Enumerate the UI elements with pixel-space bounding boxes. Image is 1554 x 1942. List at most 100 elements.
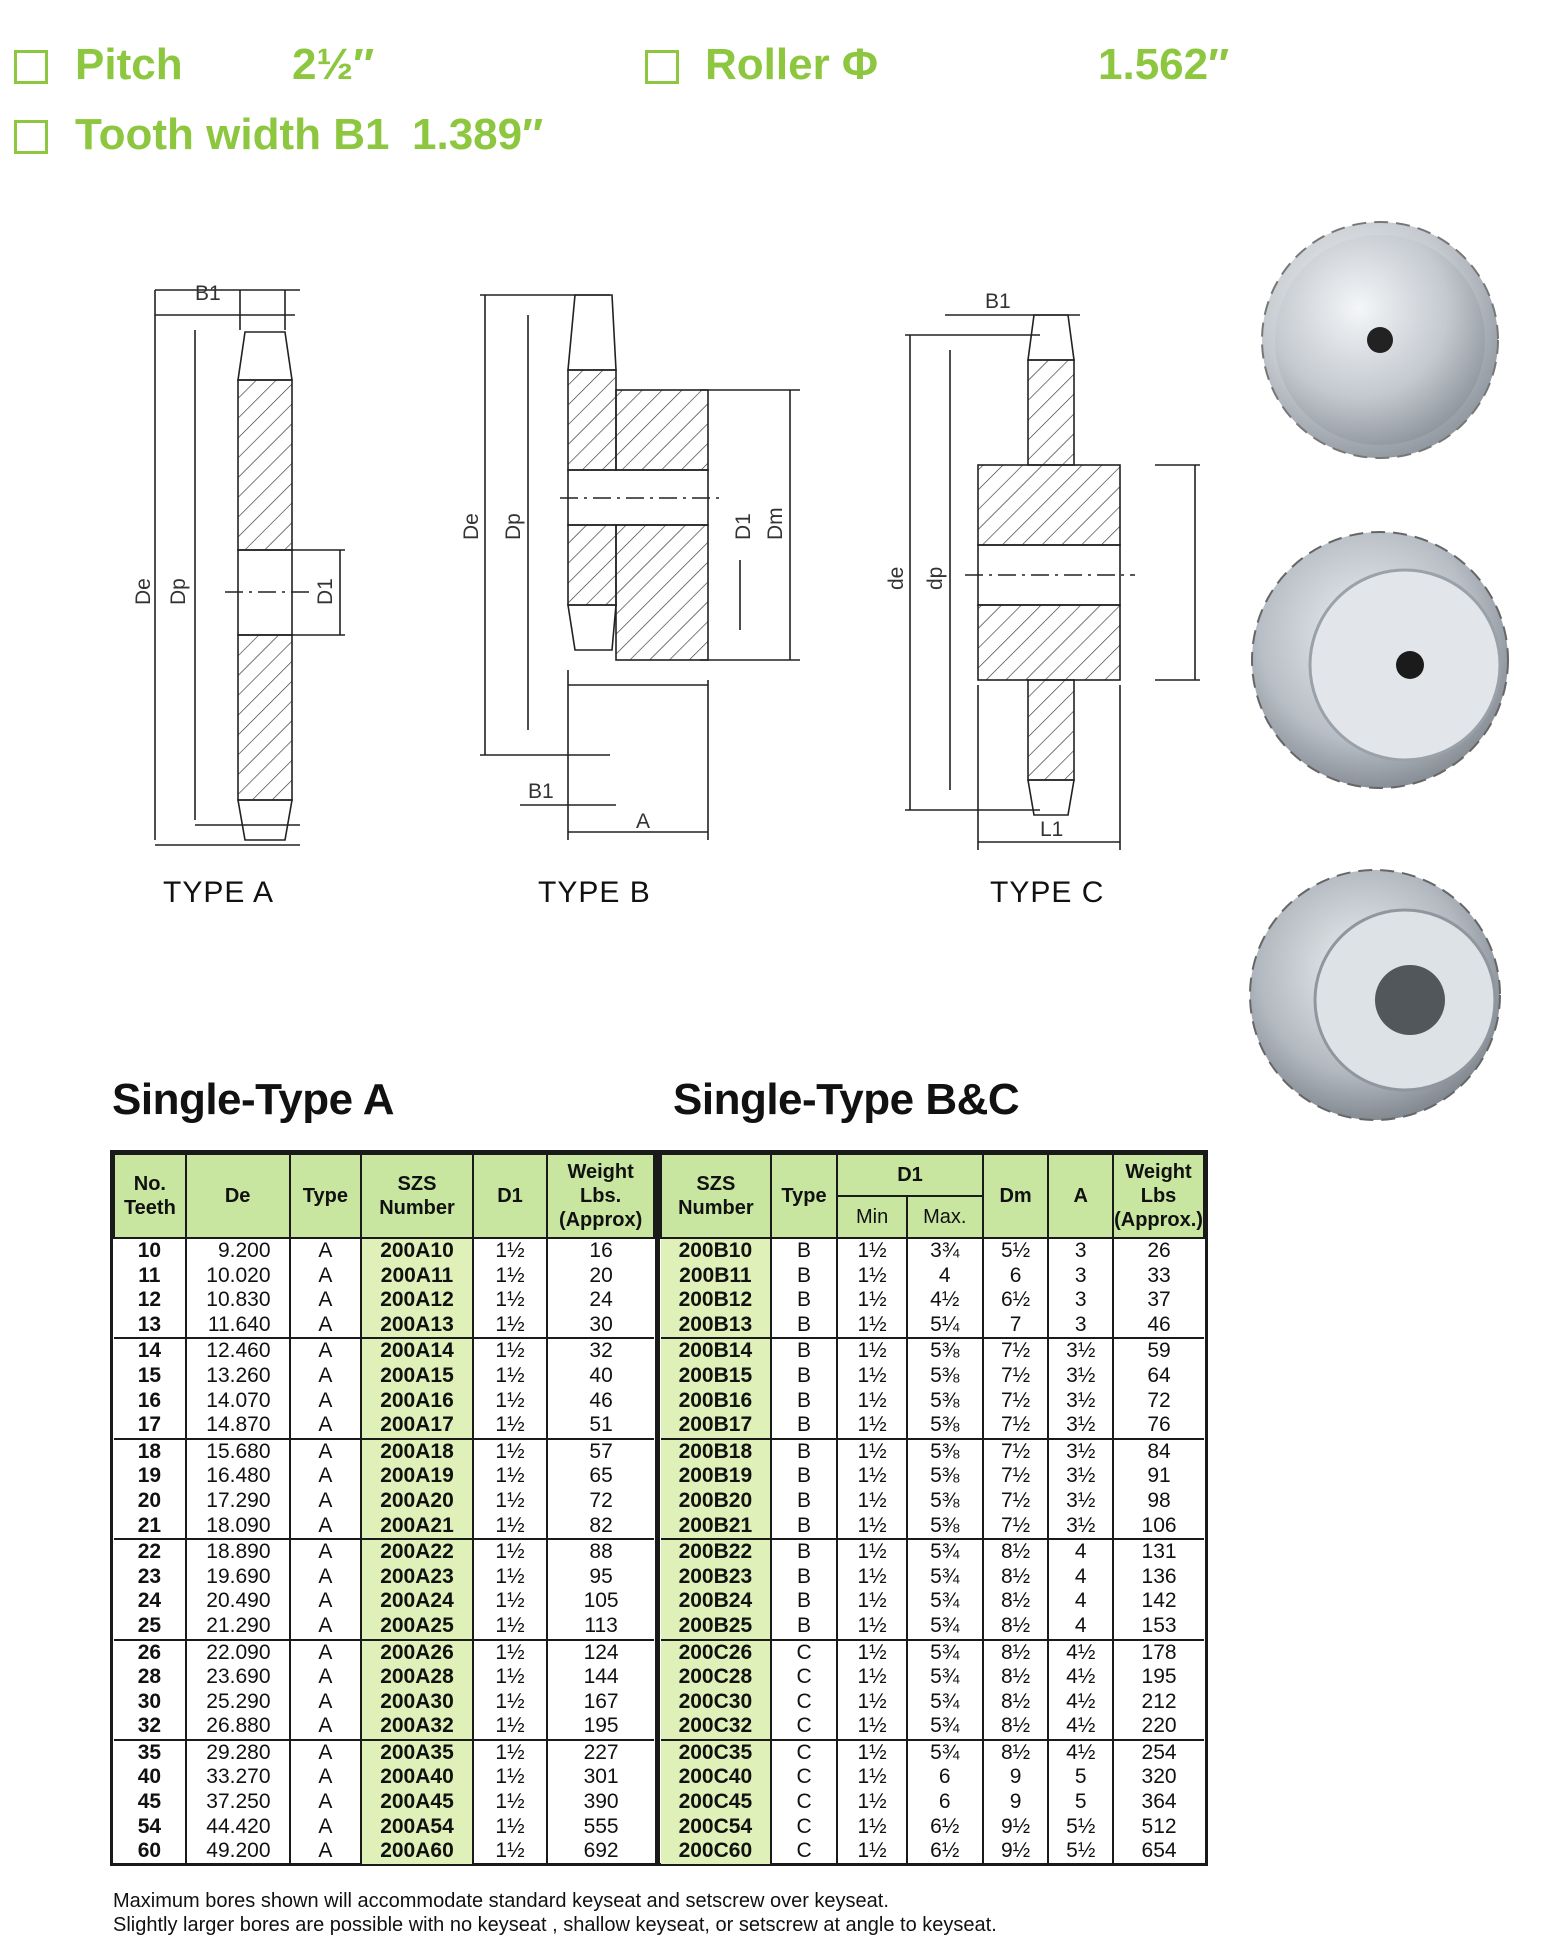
cell-d1-max: 5¼ [906, 1312, 984, 1339]
cell-weight: 131 [1113, 1538, 1204, 1565]
cell-teeth: 16 [114, 1388, 187, 1414]
cell-dm: 8½ [982, 1738, 1050, 1766]
cell-d1-max: 5⅜ [906, 1464, 984, 1489]
cell-de: 49.200 [185, 1839, 291, 1864]
cell-d1: 1½ [472, 1238, 549, 1264]
cell-d1: 1½ [472, 1589, 549, 1614]
cell-teeth: 21 [114, 1513, 187, 1540]
header-bc-d1: D1 [836, 1153, 984, 1197]
cell-d1: 1½ [472, 1689, 549, 1715]
note-line-1: Maximum bores shown will accommodate sta… [113, 1890, 889, 1912]
cell-teeth: 26 [114, 1638, 187, 1666]
cell-d1-max: 5⅜ [906, 1363, 984, 1389]
cell-dm: 7½ [982, 1488, 1050, 1514]
cell-dm: 8½ [982, 1589, 1050, 1614]
cell-de: 12.460 [185, 1337, 291, 1364]
cell-dm: 8½ [982, 1689, 1050, 1715]
cell-weight: 364 [1141, 1790, 1177, 1814]
cell-weight: 26 [1147, 1239, 1171, 1262]
cell-szs-number: 200A17 [361, 1413, 474, 1439]
cell-weight: 512 [1141, 1814, 1177, 1838]
cell-type: B [770, 1488, 839, 1514]
type-b-label: TYPE B [538, 876, 651, 909]
cell-a: 5 [1048, 1765, 1115, 1791]
cell-de: 16.480 [185, 1464, 291, 1489]
type-c-drawing [905, 314, 1200, 850]
cell-weight: 30 [589, 1312, 613, 1336]
cell-a: 4 [1048, 1564, 1115, 1590]
cell-szs-number: 200A20 [361, 1488, 474, 1514]
cell-teeth: 10 [114, 1238, 187, 1264]
cell-weight: 65 [589, 1464, 613, 1488]
cell-type: B [770, 1288, 839, 1313]
cell-szs-number: 200A45 [361, 1790, 474, 1815]
cell-d1-max: 5¾ [906, 1613, 984, 1640]
cell-teeth: 18 [114, 1437, 187, 1465]
cell-a: 3½ [1048, 1513, 1115, 1540]
cell-d1-min: 1½ [837, 1564, 908, 1590]
cell-d1: 1½ [472, 1790, 549, 1815]
cell-d1: 1½ [472, 1765, 549, 1791]
sprocket-photo-type-c [1249, 869, 1501, 1121]
cell-szs-number: 200B22 [661, 1538, 772, 1565]
cell-szs-number: 200B14 [661, 1337, 772, 1364]
cell-szs-number: 200B18 [661, 1437, 772, 1465]
cell-de: 13.260 [185, 1363, 291, 1389]
cell-szs-number: 200C32 [661, 1714, 772, 1740]
cell-d1: 1½ [472, 1488, 549, 1514]
cell-d1: 1½ [472, 1714, 549, 1740]
tooth-width-label: Tooth width B1 [75, 110, 390, 159]
cell-d1-min: 1½ [837, 1363, 908, 1389]
cell-d1-max: 6 [906, 1765, 984, 1791]
cell-szs-number: 200B15 [661, 1363, 772, 1389]
cell-szs-number: 200A30 [361, 1689, 474, 1715]
cell-a: 4½ [1048, 1689, 1115, 1715]
cell-a: 5½ [1048, 1814, 1115, 1840]
cell-teeth: 14 [114, 1337, 187, 1364]
cell-a: 3½ [1048, 1337, 1115, 1364]
cell-d1-min: 1½ [837, 1337, 908, 1364]
cell-dm: 6 [982, 1263, 1050, 1289]
cell-a: 3½ [1048, 1437, 1115, 1465]
cell-d1-max: 5¾ [906, 1589, 984, 1614]
cell-d1: 1½ [472, 1288, 549, 1313]
cell-d1-max: 5¾ [906, 1638, 984, 1666]
header-bc-dm: Dm [981, 1153, 1050, 1239]
cell-de: 17.290 [185, 1488, 291, 1514]
cell-weight: 555 [583, 1814, 619, 1838]
cell-de: 19.690 [185, 1564, 291, 1590]
cell-d1-min: 1½ [837, 1689, 908, 1715]
cell-de: 9.200 [185, 1238, 291, 1264]
cell-type: C [770, 1839, 839, 1864]
table-type-bc: SZS Number Type D1 Dm A Weight Lbs (Appr… [657, 1150, 1208, 1866]
cell-szs-number: 200B24 [661, 1589, 772, 1614]
cell-type: A [289, 1665, 363, 1690]
header-teeth: No. Teeth [113, 1153, 187, 1239]
cell-d1-max: 4 [906, 1263, 984, 1289]
cell-szs-number: 200A12 [361, 1288, 474, 1313]
cell-type: A [289, 1738, 363, 1766]
cell-weight: 24 [589, 1288, 613, 1312]
cell-weight: 91 [1147, 1464, 1171, 1488]
cell-teeth: 28 [114, 1665, 187, 1690]
cell-d1-min: 1½ [837, 1513, 908, 1540]
cell-teeth: 25 [114, 1613, 187, 1640]
cell-weight: 84 [1113, 1437, 1204, 1465]
cell-teeth: 19 [114, 1464, 187, 1489]
cell-weight: 178 [1113, 1638, 1204, 1666]
cell-d1-max: 5¾ [906, 1714, 984, 1740]
